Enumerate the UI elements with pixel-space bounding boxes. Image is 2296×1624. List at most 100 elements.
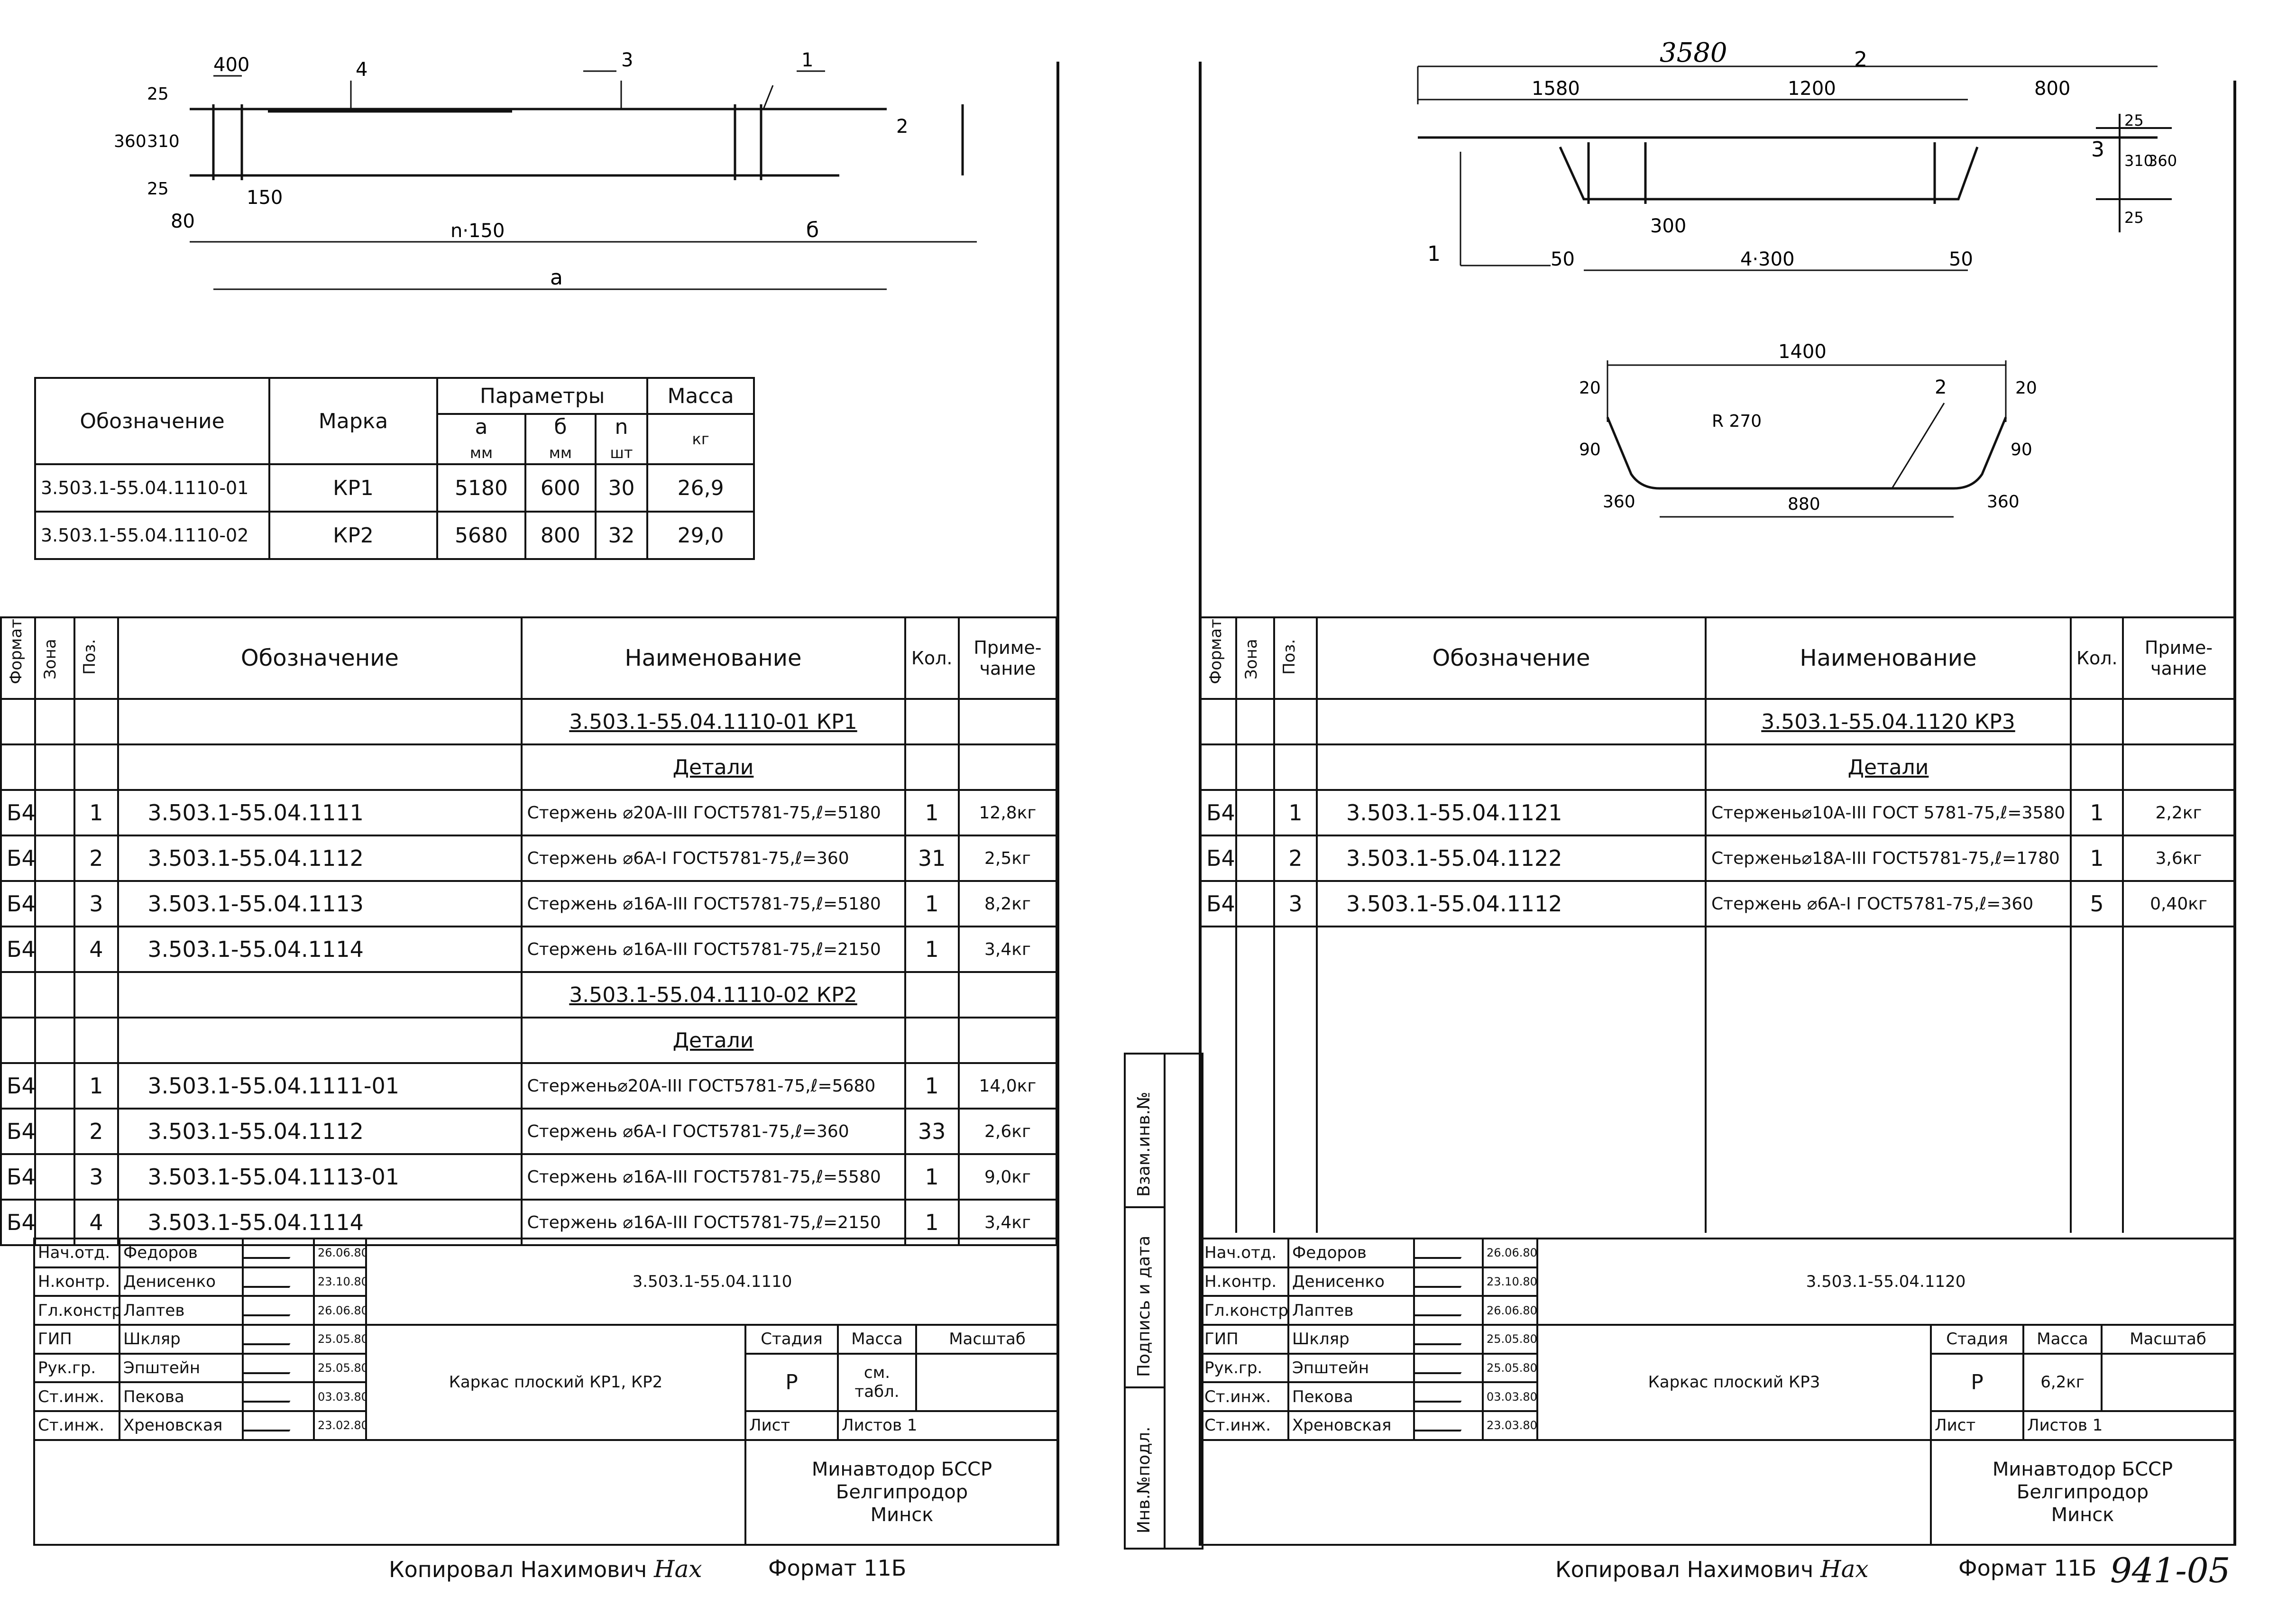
title-block-left: Нач.отд. Федоров 26.06.80 3.503.1-55.04.… <box>33 1237 1060 1546</box>
spec-cell-designation: 3.503.1-55.04.1113-01 <box>117 1153 523 1201</box>
dim-150: 150 <box>247 187 283 209</box>
spec-cell-pos <box>73 1017 119 1064</box>
spec-cell-zone <box>34 835 75 882</box>
signature <box>242 1352 315 1384</box>
signature <box>1413 1324 1484 1355</box>
spec-cell-name: Стержень ⌀6А-I ГОСТ5781-75,ℓ=360 <box>520 1108 906 1155</box>
header-qty: Кол. <box>2070 616 2124 700</box>
spec-cell-designation: 3.503.1-55.04.1112 <box>117 835 523 882</box>
doc-title: Каркас плоский КР3 <box>1536 1324 1932 1441</box>
table-row: 3.503.1-55.04.1120 КР3 <box>1200 698 2235 745</box>
spec-cell-format: Б4 <box>0 1153 37 1201</box>
footer-format: Формат 11Б <box>768 1555 907 1581</box>
signature <box>242 1410 315 1441</box>
title-block-right: Нач.отд. Федоров 26.06.80 3.503.1-55.04.… <box>1200 1237 2236 1546</box>
side-stamp: Инв.№подл. Подпись и дата Взам.инв.№ <box>1124 1053 1203 1550</box>
spec-cell-qty: 1 <box>904 926 960 973</box>
spec-cell-zone <box>34 1017 75 1064</box>
header-pos: Поз. <box>73 616 119 700</box>
sheet-border-left <box>1199 62 1202 1546</box>
dim-25-top: 25 <box>147 84 169 104</box>
spec-cell-pos: 2 <box>1273 835 1318 882</box>
spec-cell-zone <box>1235 789 1275 836</box>
spec-cell-note: 3,6кг <box>2122 835 2235 882</box>
spec-cell-format: Б4 <box>0 789 37 836</box>
spec-cell-qty <box>904 971 960 1018</box>
dim-360: 360 <box>114 132 147 151</box>
spec-cell-format <box>0 971 37 1018</box>
spec-cell-pos <box>73 971 119 1018</box>
spec-cell-zone <box>34 880 75 927</box>
svg-text:20: 20 <box>1579 378 1601 398</box>
spec-cell-zone <box>1235 880 1275 927</box>
spec-cell-note: 14,0кг <box>957 1062 1058 1110</box>
svg-text:2: 2 <box>1935 376 1947 398</box>
left-sheet: 400 4 3 1 25 360 310 2 25 150 80 n·150 б… <box>0 0 1091 1624</box>
table-row: 3.503.1-55.04.1110-02 КР2 5680 800 32 29… <box>34 511 755 560</box>
spec-cell-format: Б4 <box>1200 835 1237 882</box>
table-row: 3.503.1-55.04.1110-02 КР2 <box>0 971 1058 1018</box>
spec-cell-format: Б4 <box>0 1062 37 1110</box>
header-name: Наименование <box>1705 616 2072 700</box>
svg-text:25: 25 <box>2124 111 2144 129</box>
dim-pos1: 1 <box>801 49 813 71</box>
spec-cell-qty <box>2070 698 2124 745</box>
dim-3580: 3580 <box>1660 37 1727 68</box>
dim-4x300: 4·300 <box>1740 248 1795 270</box>
spec-cell-zone <box>34 971 75 1018</box>
table-row: 3.503.1-55.04.1110-01 КР1 5180 600 30 26… <box>34 463 755 513</box>
spec-cell-designation <box>117 698 523 745</box>
spec-cell-designation: 3.503.1-55.04.1121 <box>1316 789 1707 836</box>
empty-row <box>1200 1015 2235 1058</box>
footer-copied: Копировал Нахимович Нах <box>1555 1555 1869 1583</box>
frame-kr1-drawing: 400 4 3 1 25 360 310 2 25 150 80 n·150 б… <box>114 49 977 290</box>
spec-cell-note <box>957 743 1058 791</box>
spec-cell-format <box>1200 698 1237 745</box>
footer-copied: Копировал Нахимович Нах <box>389 1555 702 1583</box>
spec-cell-format: Б4 <box>0 1108 37 1155</box>
spec-cell-name: Стержень ⌀6А-I ГОСТ5781-75,ℓ=360 <box>520 835 906 882</box>
section-dims: 25 310 360 25 <box>2096 111 2177 232</box>
empty-row <box>1200 1189 2235 1233</box>
dim-800: 800 <box>2034 78 2070 100</box>
spec-cell-format: Б4 <box>1200 789 1237 836</box>
signature <box>242 1324 315 1355</box>
spec-cell-name: Стержень ⌀6А-I ГОСТ5781-75,ℓ=360 <box>1705 880 2072 927</box>
spec-cell-note: 9,0кг <box>957 1153 1058 1201</box>
spec-cell-name: Детали <box>520 743 906 791</box>
spec-cell-pos: 3 <box>73 880 119 927</box>
spec-cell-designation <box>1316 698 1707 745</box>
dim-pos3: 3 <box>2091 138 2104 162</box>
spec-cell-name: Стержень ⌀16А-III ГОСТ5781-75,ℓ=5580 <box>520 1153 906 1201</box>
spec-cell-note <box>957 698 1058 745</box>
spec-cell-qty: 31 <box>904 835 960 882</box>
svg-text:90: 90 <box>1579 440 1601 459</box>
right-sheet: 3580 2 1580 1200 800 3 1 50 300 4·300 50… <box>1091 0 2296 1624</box>
spec-cell-name: 3.503.1-55.04.1120 КР3 <box>1705 698 2072 745</box>
svg-text:90: 90 <box>2011 440 2032 459</box>
dim-1200: 1200 <box>1788 78 1836 100</box>
spec-cell-designation: 3.503.1-55.04.1112 <box>117 1108 523 1155</box>
spec-cell-name: Стержень⌀20А-III ГОСТ5781-75,ℓ=5680 <box>520 1062 906 1110</box>
spec-cell-format: Б4 <box>0 835 37 882</box>
params-sub-mass-unit: кг <box>646 413 755 465</box>
spec-cell-designation <box>117 1017 523 1064</box>
svg-text:25: 25 <box>2124 209 2144 227</box>
sheet-border-right <box>2233 81 2236 1546</box>
svg-text:880: 880 <box>1788 495 1820 514</box>
dim-1580: 1580 <box>1532 78 1580 100</box>
spec-cell-pos: 1 <box>1273 789 1318 836</box>
spec-cell-zone <box>34 789 75 836</box>
empty-row <box>1200 1102 2235 1146</box>
signature <box>242 1295 315 1326</box>
spec-cell-note: 12,8кг <box>957 789 1058 836</box>
spec-cell-zone <box>1235 743 1275 791</box>
